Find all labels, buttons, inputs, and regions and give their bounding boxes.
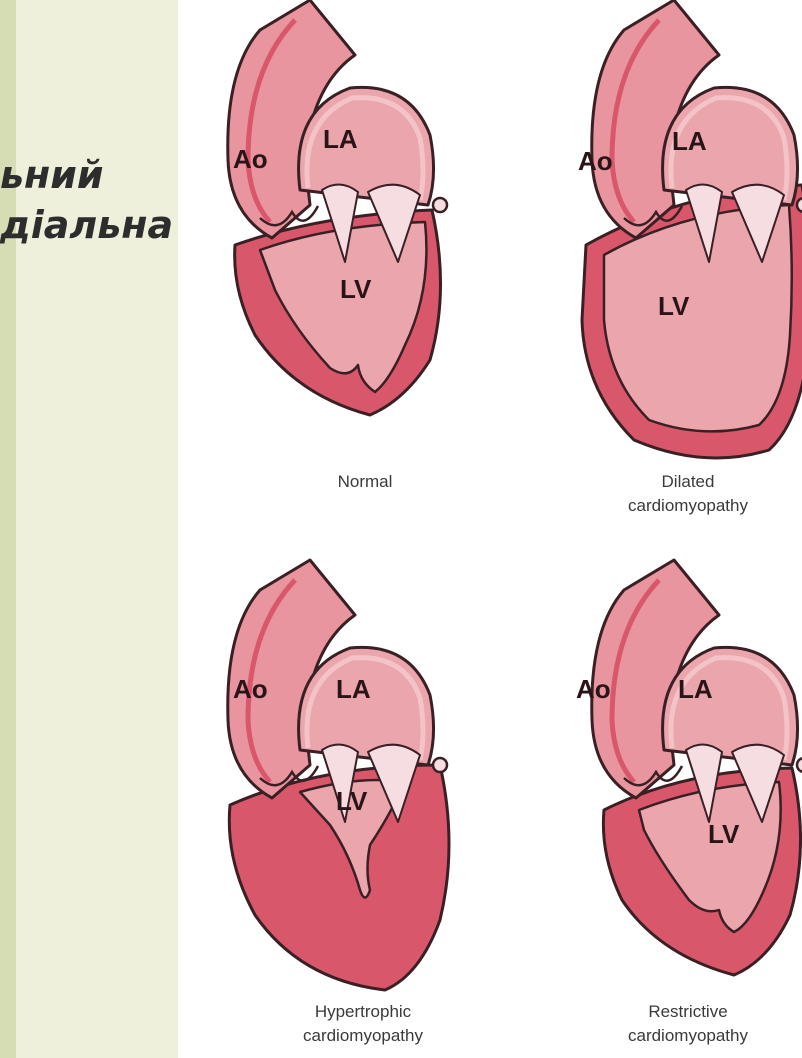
- panel3-label-la: LA: [336, 674, 371, 704]
- panel1-label-ao: Ao: [233, 144, 268, 174]
- panel-restrictive-heart: [592, 560, 802, 975]
- panel3-label-lv: LV: [336, 786, 368, 816]
- caption-dilated: Dilated cardiomyopathy: [588, 470, 788, 518]
- panel1-label-lv: LV: [340, 274, 372, 304]
- cardiomyopathy-figure: Ao LA LV Ao LA LV Ao LA LV Ao LA LV Norm…: [178, 0, 802, 1058]
- slide-title: ьний діальна: [0, 150, 173, 250]
- caption-restrictive: Restrictive cardiomyopathy: [588, 1000, 788, 1048]
- caption-hypertrophic: Hypertrophic cardiomyopathy: [263, 1000, 463, 1048]
- panel4-label-ao: Ao: [576, 674, 611, 704]
- panel3-label-ao: Ao: [233, 674, 268, 704]
- slide-title-line-2: діальна: [0, 203, 173, 247]
- panel2-label-ao: Ao: [578, 146, 613, 176]
- panel4-label-la: LA: [678, 674, 713, 704]
- panel1-label-la: LA: [323, 124, 358, 154]
- panel2-label-la: LA: [672, 126, 707, 156]
- panel2-label-lv: LV: [658, 291, 690, 321]
- panel4-label-lv: LV: [708, 819, 740, 849]
- panel-normal-heart: [228, 0, 447, 415]
- caption-normal: Normal: [290, 470, 440, 494]
- panel-hypertrophic-heart: [228, 560, 449, 990]
- panel-dilated-heart: [582, 0, 802, 458]
- heart-diagrams: Ao LA LV Ao LA LV Ao LA LV Ao LA LV: [178, 0, 802, 1058]
- slide-title-line-1: ьний: [0, 153, 104, 197]
